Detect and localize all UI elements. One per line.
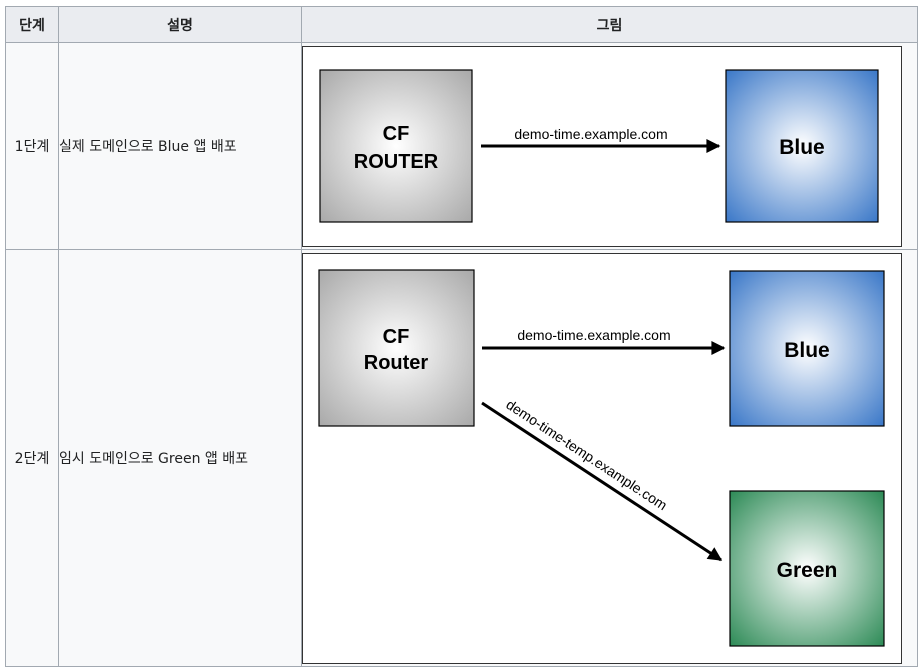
header-step[interactable]: 단계 [5, 6, 59, 43]
router-label-line1: CF [383, 326, 410, 348]
table-row: 2단계 임시 도메인으로 Green 앱 배포 [5, 249, 918, 667]
router-label-line1: CF [383, 123, 410, 145]
table-row: 1단계 실제 도메인으로 Blue 앱 배포 [5, 42, 918, 250]
route-label: demo-time.example.com [514, 126, 667, 142]
step1-diagram: CF ROUTER demo-time.example.com Blue [302, 45, 902, 247]
router-label-line2: ROUTER [354, 151, 439, 173]
temp-route-label: demo-time-temp.example.com [503, 396, 670, 513]
figure-cell: CF Router demo-time.example.com Blue dem… [301, 249, 918, 667]
figure-cell: CF ROUTER demo-time.example.com Blue [301, 42, 918, 250]
step-cell: 1단계 [5, 42, 59, 250]
description-cell: 임시 도메인으로 Green 앱 배포 [58, 249, 302, 667]
green-app-label: Green [777, 559, 838, 582]
header-figure[interactable]: 그림 [301, 6, 918, 43]
cf-router-box: CF Router [318, 268, 475, 427]
deployment-steps-table: 단계 설명 그림 1단계 실제 도메인으로 Blue 앱 배포 [5, 6, 918, 667]
route-label: demo-time.example.com [517, 327, 670, 343]
blue-app-box: Blue [725, 68, 879, 223]
route-arrow: demo-time.example.com [482, 327, 726, 355]
cf-router-box: CF ROUTER [319, 68, 473, 223]
step-cell: 2단계 [5, 249, 59, 667]
blue-app-label: Blue [779, 136, 825, 159]
description-cell: 실제 도메인으로 Blue 앱 배포 [58, 42, 302, 250]
step2-diagram: CF Router demo-time.example.com Blue dem… [302, 252, 902, 664]
table-header-row: 단계 설명 그림 [5, 6, 918, 43]
router-label-line2: Router [364, 352, 429, 374]
blue-app-box: Blue [729, 269, 885, 427]
green-app-box: Green [729, 489, 885, 647]
blue-app-label: Blue [784, 339, 830, 362]
temp-route-arrow: demo-time-temp.example.com [481, 396, 723, 561]
route-arrow: demo-time.example.com [481, 126, 721, 153]
header-description[interactable]: 설명 [58, 6, 302, 43]
